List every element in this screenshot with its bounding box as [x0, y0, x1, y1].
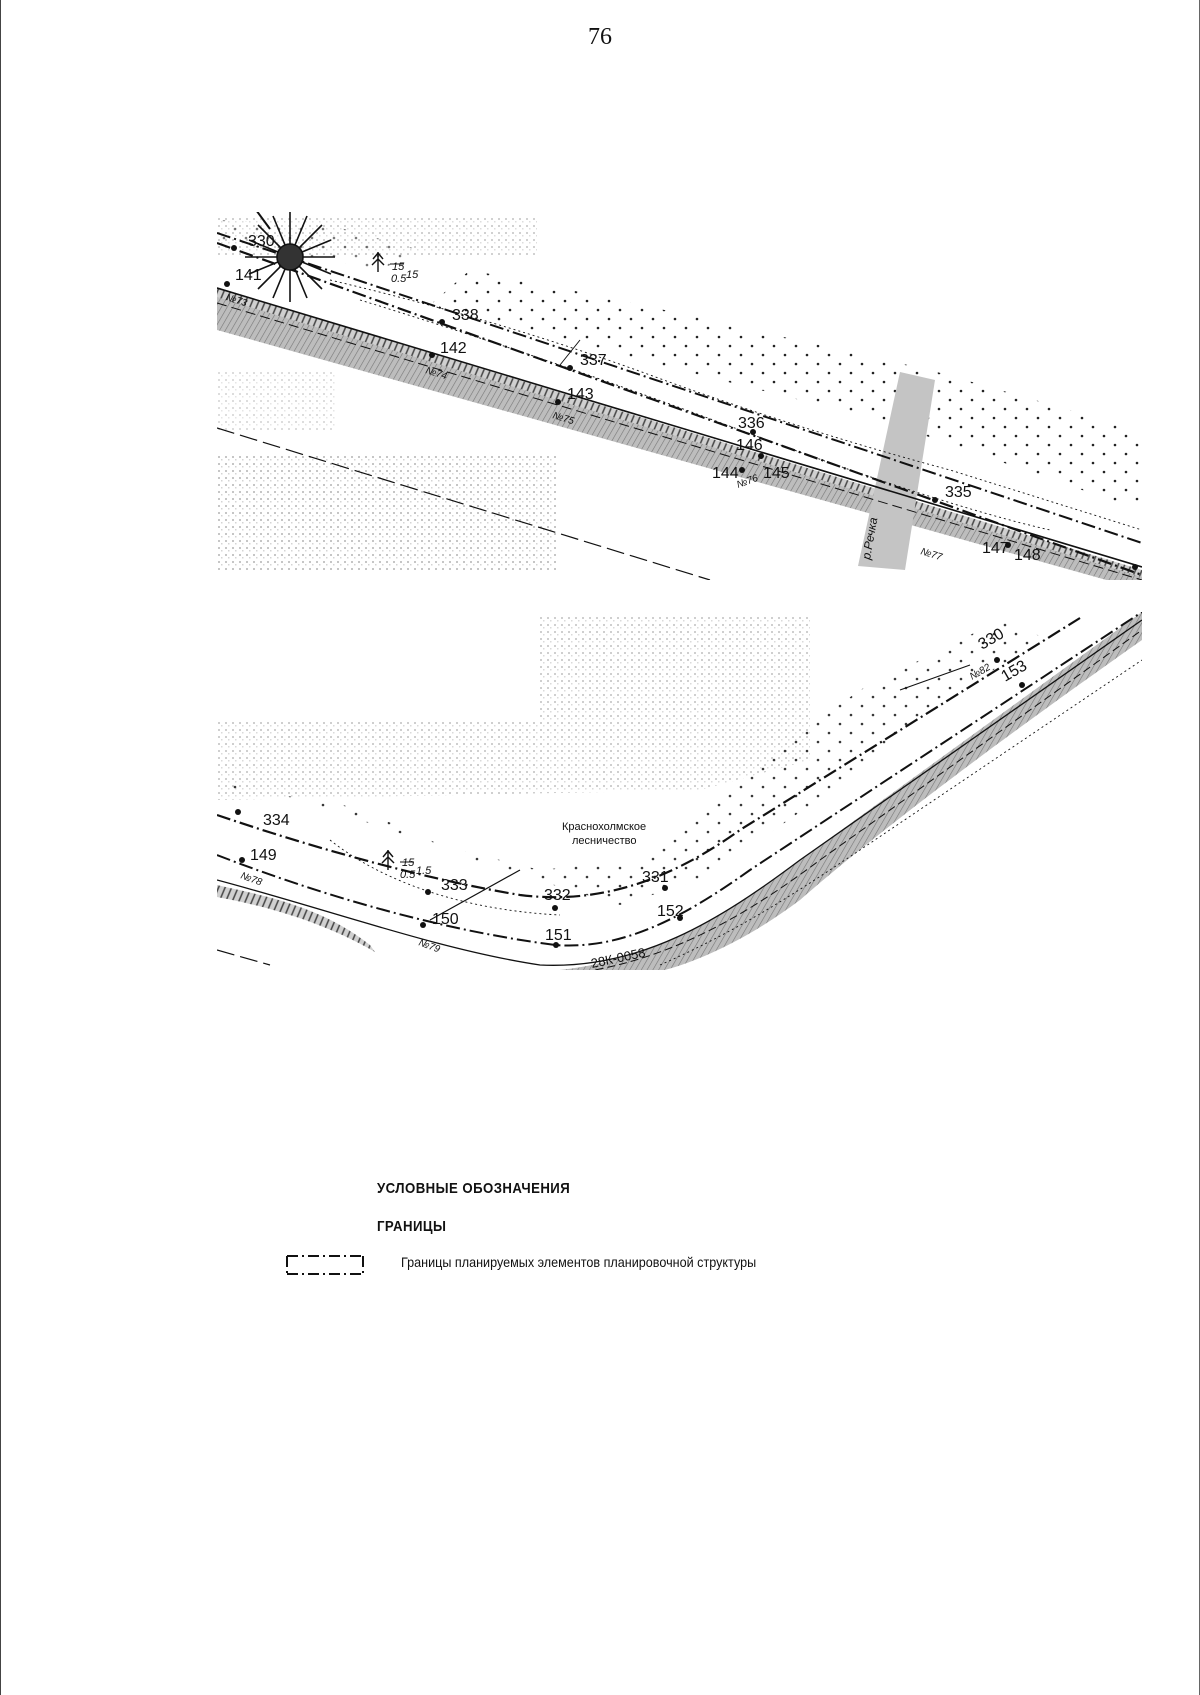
dash-dot-boundary-icon [286, 1255, 364, 1275]
legend-section-title: ГРАНИЦЫ [377, 1218, 447, 1235]
page-edge-left [0, 0, 1, 1695]
boundary-line-south-b [217, 612, 1142, 947]
point-label-149: 149 [250, 847, 277, 864]
tree-icon [371, 252, 404, 272]
point-label-338: 338 [452, 307, 479, 324]
forest-fraction-extra-b: 1.5 [416, 865, 432, 877]
forestry-label-line2: лесничество [572, 835, 636, 847]
point-label-330: 330 [248, 233, 275, 250]
halftone-area-bottom [217, 615, 810, 800]
point-label-332: 332 [544, 887, 571, 904]
legend-item-label: Границы планируемых элементов планировоч… [401, 1254, 757, 1270]
point-label-331: 331 [642, 869, 669, 886]
river [858, 372, 935, 570]
point-label-146: 146 [736, 437, 763, 454]
map-top: 330 141 338 142 337 143 336 146 144 145 … [217, 212, 1142, 580]
railway-strip-bottom [217, 885, 375, 952]
point-label-335: 335 [945, 484, 972, 501]
point-label-152: 152 [657, 903, 684, 920]
point-label-148: 148 [1014, 547, 1041, 564]
map-bottom: 334 149 333 150 332 151 331 152 330 153 … [217, 612, 1142, 970]
point-label-151: 151 [545, 927, 572, 944]
tree-icon [381, 850, 414, 870]
point-label-142: 142 [440, 340, 467, 357]
page-number: 76 [588, 24, 612, 50]
parcel-label-78: №78 [239, 870, 264, 888]
point-label-147: 147 [982, 540, 1009, 557]
point-label-143: 143 [567, 386, 594, 403]
forest-fraction-den: 0.5 [391, 273, 407, 285]
boundary-line-upper [217, 232, 1142, 544]
point-label-336: 336 [738, 415, 765, 432]
point-label-333: 333 [441, 877, 468, 894]
point-label-150: 150 [432, 911, 459, 928]
point-label-337: 337 [580, 352, 607, 369]
forest-fraction-num: 15 [392, 261, 405, 273]
legend-title: УСЛОВНЫЕ ОБОЗНАЧЕНИЯ [377, 1180, 571, 1197]
boundary-line-north-b [217, 617, 1081, 899]
point-label-145: 145 [763, 465, 790, 482]
compass-rose-icon [245, 212, 335, 302]
parcel-label-79: №79 [417, 937, 442, 955]
point-label-334: 334 [263, 812, 290, 829]
road-centerline-south [217, 427, 711, 580]
forestry-label-line1: Краснохолмское [562, 821, 646, 833]
parcel-label-77: №77 [919, 546, 944, 563]
point-label-141: 141 [235, 267, 262, 284]
forest-dots-bottom [217, 620, 1050, 905]
forest-fraction-extra: 15 [406, 269, 419, 281]
forest-fraction-num-b: 15 [402, 857, 415, 869]
point-label-144: 144 [712, 465, 739, 482]
legend-item-boundaries: Границы планируемых элементов планировоч… [283, 1250, 983, 1278]
forest-fraction-den-b: 0.5 [400, 869, 416, 881]
